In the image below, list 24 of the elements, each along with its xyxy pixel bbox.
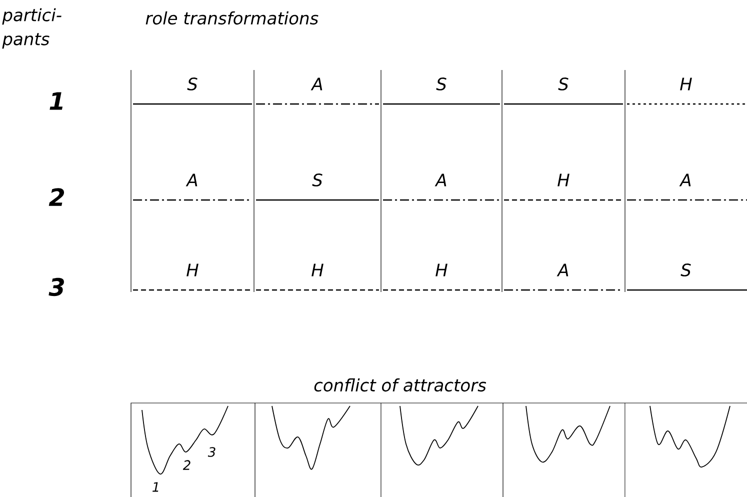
- role-letter: A: [556, 264, 568, 276]
- role-letter: S: [312, 174, 322, 186]
- minimum-number: 1: [152, 482, 158, 492]
- column-heading: partici- pants: [2, 8, 62, 49]
- row-number: 2: [48, 188, 64, 206]
- minimum-number: 3: [208, 447, 216, 457]
- role-letter: H: [312, 264, 324, 276]
- section-heading: conflict of attractors: [314, 378, 486, 392]
- role-letter: S: [558, 78, 568, 90]
- role-letter: A: [434, 174, 446, 186]
- role-letter: H: [680, 78, 692, 90]
- role-letter: A: [186, 174, 198, 186]
- role-letter: A: [679, 174, 691, 186]
- row-number: 1: [50, 92, 63, 110]
- role-letter: H: [436, 264, 448, 276]
- table-heading: role transformations: [146, 11, 318, 25]
- role-letter: S: [680, 264, 691, 276]
- minimum-number: 2: [182, 460, 190, 470]
- role-letter: H: [186, 264, 198, 276]
- role-letter: H: [558, 174, 570, 186]
- role-letter: A: [310, 78, 322, 90]
- role-letter: S: [187, 78, 198, 90]
- row-number: 3: [48, 278, 64, 296]
- role-letter: S: [436, 78, 446, 90]
